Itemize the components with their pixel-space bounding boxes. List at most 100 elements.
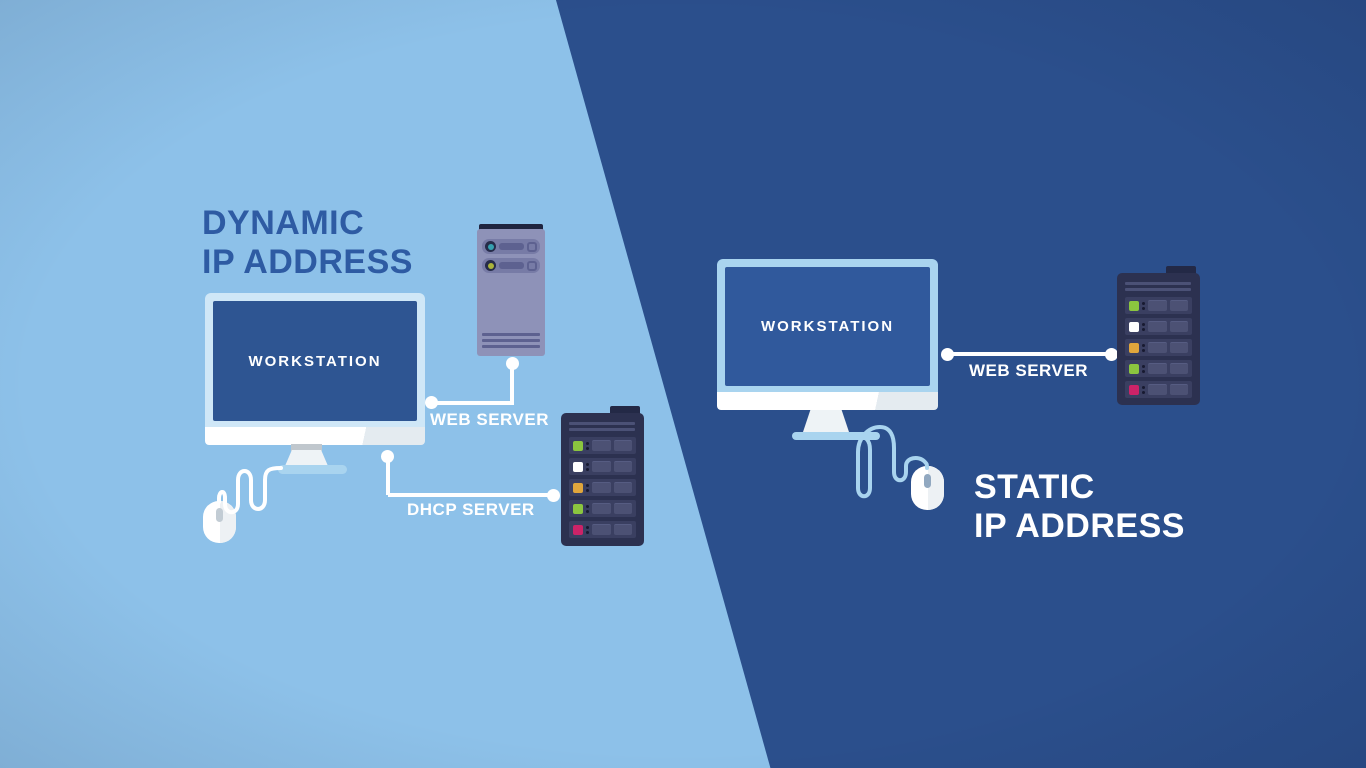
dynamic-title-line1: DYNAMIC — [202, 204, 365, 242]
dynamic-title-line2: IP ADDRESS — [202, 243, 413, 281]
rack-dots — [1142, 385, 1145, 394]
rack-dots — [1142, 322, 1145, 331]
rack-header-line — [1125, 282, 1191, 285]
tower-led-ring-2 — [485, 260, 496, 271]
monitor-bezel-left — [205, 427, 425, 445]
mouse-right-shade — [928, 466, 944, 510]
web-rack-rows — [1125, 297, 1192, 398]
tower-led-yellow — [487, 262, 494, 269]
rack-slot — [1169, 300, 1188, 311]
rack-row — [569, 521, 636, 538]
rack-led-white — [1129, 321, 1139, 332]
rack-row — [569, 479, 636, 496]
mouse-right — [911, 466, 944, 510]
tower-bay-slot-2 — [499, 262, 524, 269]
rack-dots — [1142, 343, 1145, 352]
monitor-bezel-right — [717, 392, 938, 410]
rack-slot — [1169, 363, 1188, 374]
rack-slot — [613, 461, 632, 472]
rack-row — [1125, 339, 1192, 356]
static-title: STATIC IP ADDRESS — [974, 468, 1185, 546]
rack-dots — [1142, 301, 1145, 310]
dynamic-title: DYNAMIC IP ADDRESS — [202, 204, 413, 282]
rack-slot — [1148, 384, 1167, 395]
rack-led-orange — [1129, 342, 1139, 353]
rack-led-magenta — [1129, 384, 1139, 395]
rack-led-green — [1129, 300, 1139, 311]
tower-web-server — [477, 229, 545, 356]
rack-slot — [613, 482, 632, 493]
tower-drive-bay-1 — [482, 239, 540, 254]
rack-header-line — [569, 422, 635, 425]
rack-slot — [592, 503, 611, 514]
mouse-right-wheel — [924, 474, 931, 488]
rack-row — [1125, 297, 1192, 314]
dhcp-rack-server — [561, 413, 644, 546]
monitor-base-left — [278, 465, 347, 474]
rack-led-green — [573, 440, 583, 451]
rack-dots — [586, 525, 589, 534]
monitor-screen-right: WORKSTATION — [725, 267, 930, 386]
tower-server-cap — [479, 224, 543, 231]
rack-row — [1125, 318, 1192, 335]
workstation-monitor-left: WORKSTATION — [205, 293, 425, 445]
rack-slot — [1148, 321, 1167, 332]
wire-node-monitor-left — [425, 396, 438, 409]
rack-slot — [592, 482, 611, 493]
rack-row — [569, 500, 636, 517]
rack-dots — [586, 441, 589, 450]
rack-slot — [1148, 342, 1167, 353]
rack-dots — [586, 483, 589, 492]
rack-led-orange — [573, 482, 583, 493]
static-title-line1: STATIC — [974, 468, 1095, 506]
tower-led-teal — [487, 243, 494, 250]
wire-webserver-right — [947, 352, 1112, 356]
wire-dhcp-vertical — [386, 457, 390, 495]
web-server-label-right: WEB SERVER — [969, 361, 1088, 380]
tower-vents — [477, 330, 545, 348]
web-server-label-left: WEB SERVER — [430, 410, 549, 429]
dhcp-rack-rows — [569, 437, 636, 538]
rack-led-green — [1129, 363, 1139, 374]
tower-bay-slot-1 — [499, 243, 524, 250]
web-rack-server — [1117, 273, 1200, 405]
rack-row — [569, 437, 636, 454]
mouse-left — [203, 501, 236, 543]
rack-row — [1125, 381, 1192, 398]
rack-header-line — [1125, 288, 1191, 291]
rack-slot — [592, 440, 611, 451]
rack-led-green — [573, 503, 583, 514]
tower-bay-knob-2 — [527, 260, 537, 271]
mouse-left-wheel — [216, 508, 223, 522]
tower-bay-knob-1 — [527, 241, 537, 252]
rack-slot — [1169, 342, 1188, 353]
static-title-line2: IP ADDRESS — [974, 507, 1185, 545]
wire-webserver-left-horizontal — [432, 401, 514, 405]
monitor-screen-left: WORKSTATION — [213, 301, 417, 421]
wire-node-rack-right — [1105, 348, 1118, 361]
wire-node-stand-left — [381, 450, 394, 463]
dhcp-server-label: DHCP SERVER — [407, 500, 535, 519]
rack-row — [569, 458, 636, 475]
rack-row — [1125, 360, 1192, 377]
rack-led-magenta — [573, 524, 583, 535]
workstation-label-left: WORKSTATION — [248, 352, 382, 370]
wire-node-dhcp-rack — [547, 489, 560, 502]
tower-led-ring-1 — [485, 241, 496, 252]
rack-header-line — [569, 428, 635, 431]
rack-dots — [586, 462, 589, 471]
rack-slot — [613, 524, 632, 535]
wire-node-tower — [506, 357, 519, 370]
workstation-label-right: WORKSTATION — [760, 318, 895, 335]
rack-slot — [1148, 300, 1167, 311]
tower-drive-bay-2 — [482, 258, 540, 273]
rack-slot — [592, 461, 611, 472]
rack-slot — [1169, 384, 1188, 395]
rack-slot — [592, 524, 611, 535]
rack-dots — [586, 504, 589, 513]
rack-slot — [613, 503, 632, 514]
wire-webserver-left-vertical — [510, 363, 514, 405]
rack-led-white — [573, 461, 583, 472]
monitor-stand-left — [285, 450, 328, 466]
